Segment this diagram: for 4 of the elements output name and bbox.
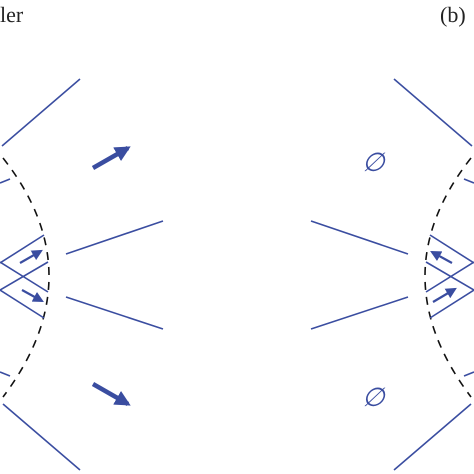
symbol: ∅ <box>362 150 385 176</box>
symbol: ∅ <box>362 385 385 411</box>
panel-label: (b) <box>440 4 466 26</box>
panel-title: ler <box>0 4 24 26</box>
